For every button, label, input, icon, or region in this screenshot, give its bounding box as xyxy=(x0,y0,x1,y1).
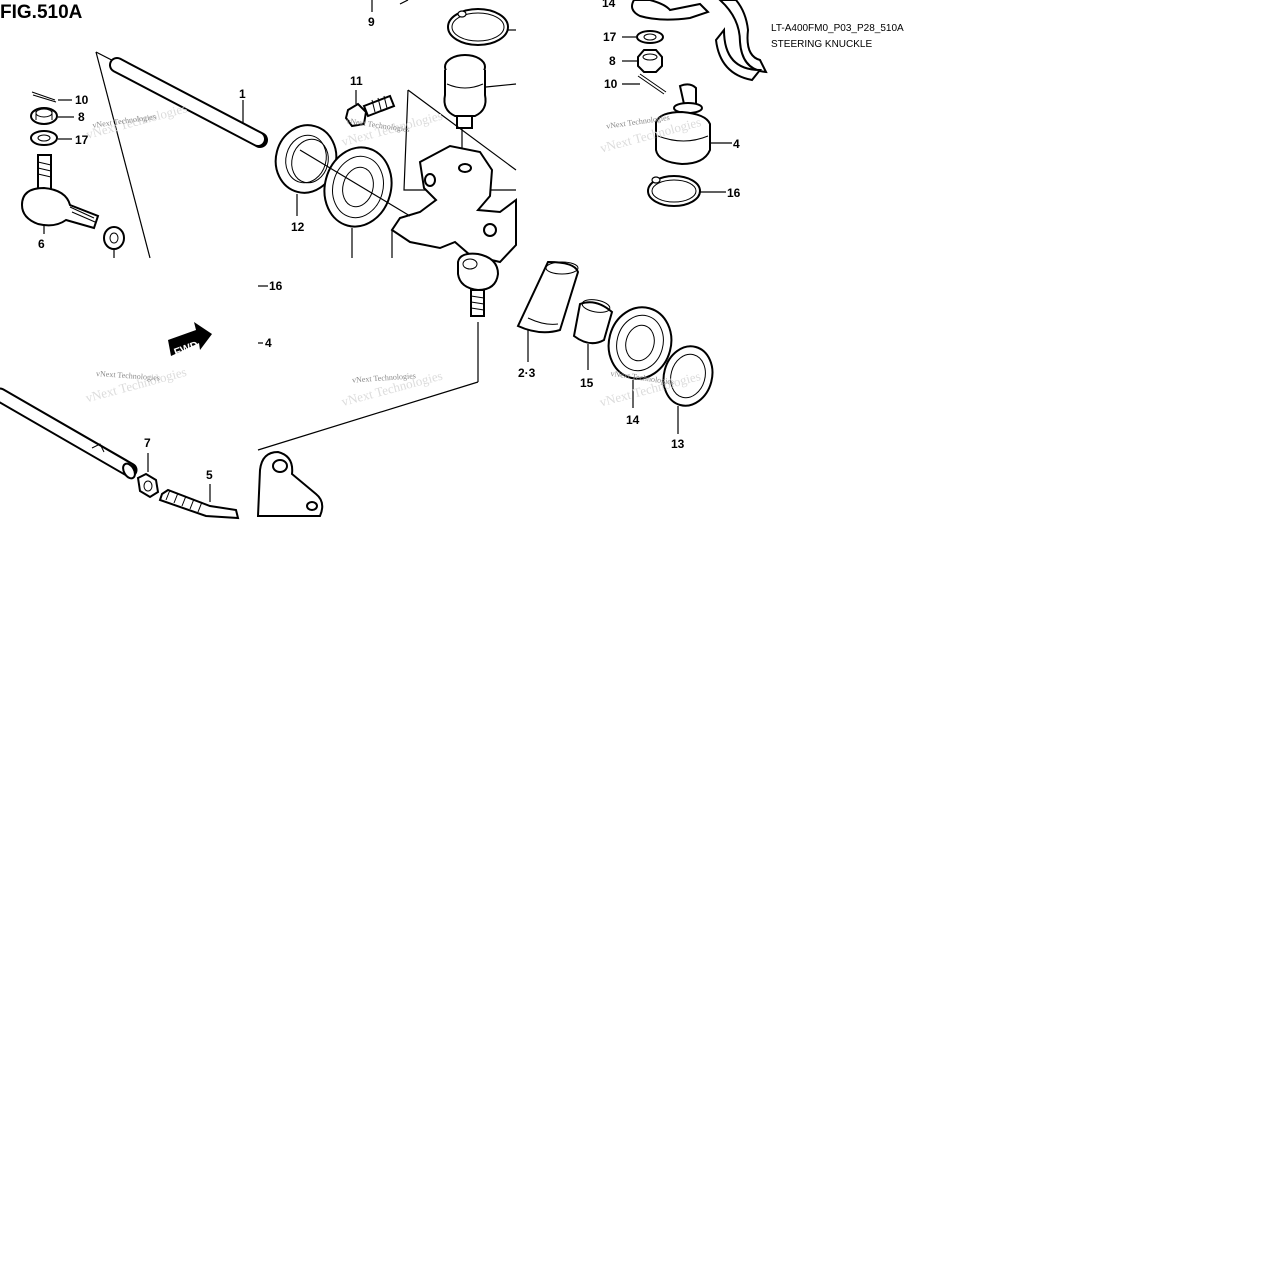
forward-arrow-icon: FWD xyxy=(168,322,212,359)
lower-knuckle-fragment xyxy=(256,450,324,517)
callout-10-left: 10 xyxy=(75,93,89,107)
lower-tie-rod-group: 7 5 xyxy=(0,387,240,520)
watermark-4: vNext Technologies xyxy=(96,369,160,382)
lock-nut-part xyxy=(103,226,125,250)
bolt-part: 11 xyxy=(344,74,396,128)
callout-7: 7 xyxy=(144,436,151,450)
callout-14-right: 14 xyxy=(626,413,640,427)
callout-17-left: 17 xyxy=(75,133,89,147)
callout-4-mid: 4 xyxy=(265,336,272,350)
callout-4-right: 4 xyxy=(733,137,740,151)
watermark-5: vNext Technologies xyxy=(352,371,416,384)
callout-16-mid: 16 xyxy=(269,279,283,293)
upper-right-group: 14 17 8 10 4 16 xyxy=(602,0,768,207)
callout-2-3: 2·3 xyxy=(518,366,536,380)
circlip-part xyxy=(447,8,509,46)
collar-part xyxy=(572,299,614,345)
figure-title: FIG.510A xyxy=(0,2,83,23)
washer-part xyxy=(30,130,58,146)
callout-12: 12 xyxy=(291,220,305,234)
callout-17-right: 17 xyxy=(603,30,617,44)
callout-8-left: 8 xyxy=(78,110,85,124)
callout-14-top: 14 xyxy=(602,0,616,10)
callout-11: 11 xyxy=(350,74,363,88)
cotter-pin-part xyxy=(31,91,57,103)
oil-seal-right-part xyxy=(662,345,714,407)
group-outline xyxy=(95,51,151,259)
tie-rod-end-part xyxy=(20,154,100,230)
callout-16-right: 16 xyxy=(727,186,741,200)
callout-9: 9 xyxy=(368,15,375,29)
callout-10-right: 10 xyxy=(604,77,618,91)
callout-5: 5 xyxy=(206,468,213,482)
callout-13: 13 xyxy=(671,437,685,451)
callout-1: 1 xyxy=(239,87,246,101)
oil-seal-part xyxy=(274,124,338,194)
tie-rod-group: 10 8 17 6 1 xyxy=(20,51,268,259)
callout-6: 6 xyxy=(38,237,45,251)
upper-ball-joint-group: 9 xyxy=(368,0,517,170)
ball-joint-part xyxy=(443,54,487,129)
castle-nut-part xyxy=(30,107,58,125)
tie-rod-part xyxy=(109,57,268,148)
spacer-sleeve-part xyxy=(516,260,580,334)
lower-ball-joint-part xyxy=(257,252,500,451)
figure-caption: STEERING KNUCKLE xyxy=(771,39,872,50)
wheel-bearing-part xyxy=(323,146,393,228)
steering-knuckle-part xyxy=(390,89,517,264)
callout-15: 15 xyxy=(580,376,594,390)
watermarks: vNext Technologies vNext Technologies vN… xyxy=(84,100,703,409)
callout-8-right: 8 xyxy=(609,54,616,68)
bearing-right-part xyxy=(607,306,673,380)
figure-code: LT-A400FM0_P03_P28_510A xyxy=(771,23,904,34)
